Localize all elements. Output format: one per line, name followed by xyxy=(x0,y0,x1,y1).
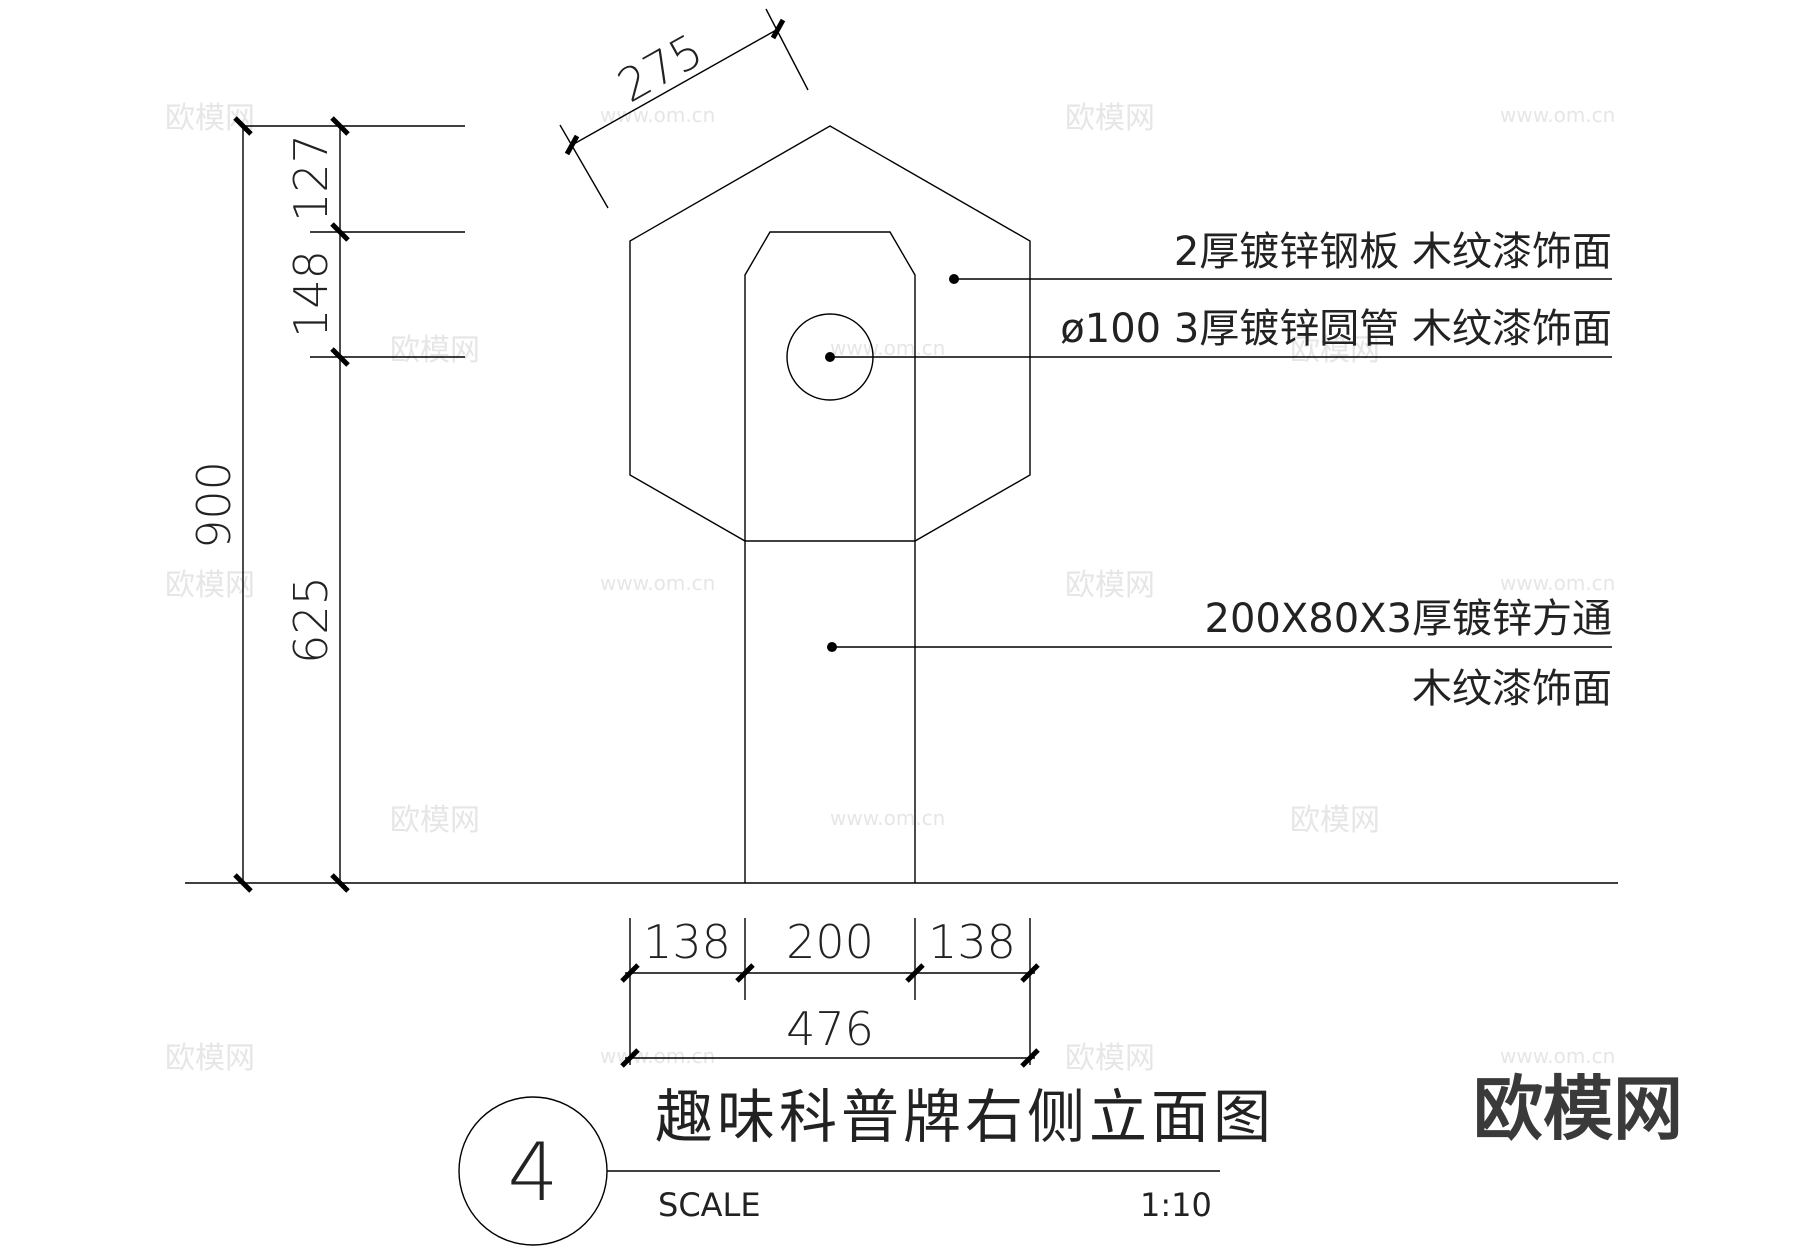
title-block: 4 趣味科普牌右侧立面图 SCALE 1:10 xyxy=(458,1083,1275,1246)
watermark-logo: 欧模网 xyxy=(390,333,480,368)
watermark-url: www.om.cn xyxy=(830,336,945,360)
dim-tick xyxy=(564,134,580,156)
watermark-url: www.om.cn xyxy=(1500,571,1615,595)
note-post-line2: 木纹漆饰面 xyxy=(1412,666,1612,712)
site-logo: 欧模网 xyxy=(1473,1068,1683,1150)
drawing-title: 趣味科普牌右侧立面图 xyxy=(655,1083,1275,1151)
dim-tick xyxy=(330,116,350,136)
dim-900: 900 xyxy=(187,461,241,549)
dim-tick xyxy=(905,963,925,983)
scale-label: SCALE xyxy=(658,1186,761,1224)
watermark-logo: 欧模网 xyxy=(165,568,255,603)
dim-138-right: 138 xyxy=(928,915,1016,969)
leader-lines xyxy=(825,274,1612,652)
dim-tick xyxy=(233,116,253,136)
dim-tick xyxy=(1020,963,1040,983)
dim-line-275 xyxy=(571,28,779,146)
hexagon-plate xyxy=(629,125,1031,542)
dim-tick xyxy=(735,963,755,983)
watermark-url: www.om.cn xyxy=(600,1044,715,1068)
dim-476: 476 xyxy=(786,1002,874,1056)
watermark-url: www.om.cn xyxy=(600,103,715,127)
watermark-logo: 欧模网 xyxy=(1065,101,1155,136)
watermark-url: www.om.cn xyxy=(1500,103,1615,127)
note-plate: 2厚镀锌钢板 木纹漆饰面 xyxy=(1174,229,1612,275)
dim-tick xyxy=(330,873,350,893)
extension-line xyxy=(559,124,609,209)
note-tube: ø100 3厚镀锌圆管 木纹漆饰面 xyxy=(1060,306,1612,352)
dim-127: 127 xyxy=(284,134,338,222)
note-post-line1: 200X80X3厚镀锌方通 xyxy=(1205,596,1613,642)
watermark-logo: 欧模网 xyxy=(165,1041,255,1076)
watermark-logo: 欧模网 xyxy=(1065,568,1155,603)
dim-625: 625 xyxy=(284,576,338,664)
dim-138-left: 138 xyxy=(643,915,731,969)
watermark-logo: 欧模网 xyxy=(1290,333,1380,368)
dim-148: 148 xyxy=(284,250,338,338)
dim-tick xyxy=(330,347,350,367)
dim-tick xyxy=(770,18,786,40)
scale-value: 1:10 xyxy=(1140,1186,1212,1224)
dim-tick xyxy=(620,1048,640,1068)
watermark-logo: 欧模网 xyxy=(390,803,480,838)
bottom-dimension-chain: 138 200 138 476 xyxy=(620,915,1040,1068)
watermark-logo: 欧模网 xyxy=(1290,803,1380,838)
watermark-url: www.om.cn xyxy=(830,806,945,830)
dim-275: 275 xyxy=(609,23,712,113)
watermark-url: www.om.cn xyxy=(600,571,715,595)
dim-200: 200 xyxy=(786,915,874,969)
left-dimension-chain: 900 127 148 625 xyxy=(187,116,465,893)
watermark-logo: 欧模网 xyxy=(165,101,255,136)
square-tube-post xyxy=(744,231,916,883)
watermark-layer: 欧模网 www.om.cn 欧模网 www.om.cn 欧模网 www.om.c… xyxy=(165,101,1615,1076)
extension-line xyxy=(765,8,809,91)
watermark-logo: 欧模网 xyxy=(1065,1041,1155,1076)
watermark-url: www.om.cn xyxy=(1500,1044,1615,1068)
dim-tick xyxy=(330,222,350,242)
title-number: 4 xyxy=(508,1126,559,1219)
dim-tick xyxy=(233,873,253,893)
dim-tick xyxy=(1020,1048,1040,1068)
dim-tick xyxy=(620,963,640,983)
